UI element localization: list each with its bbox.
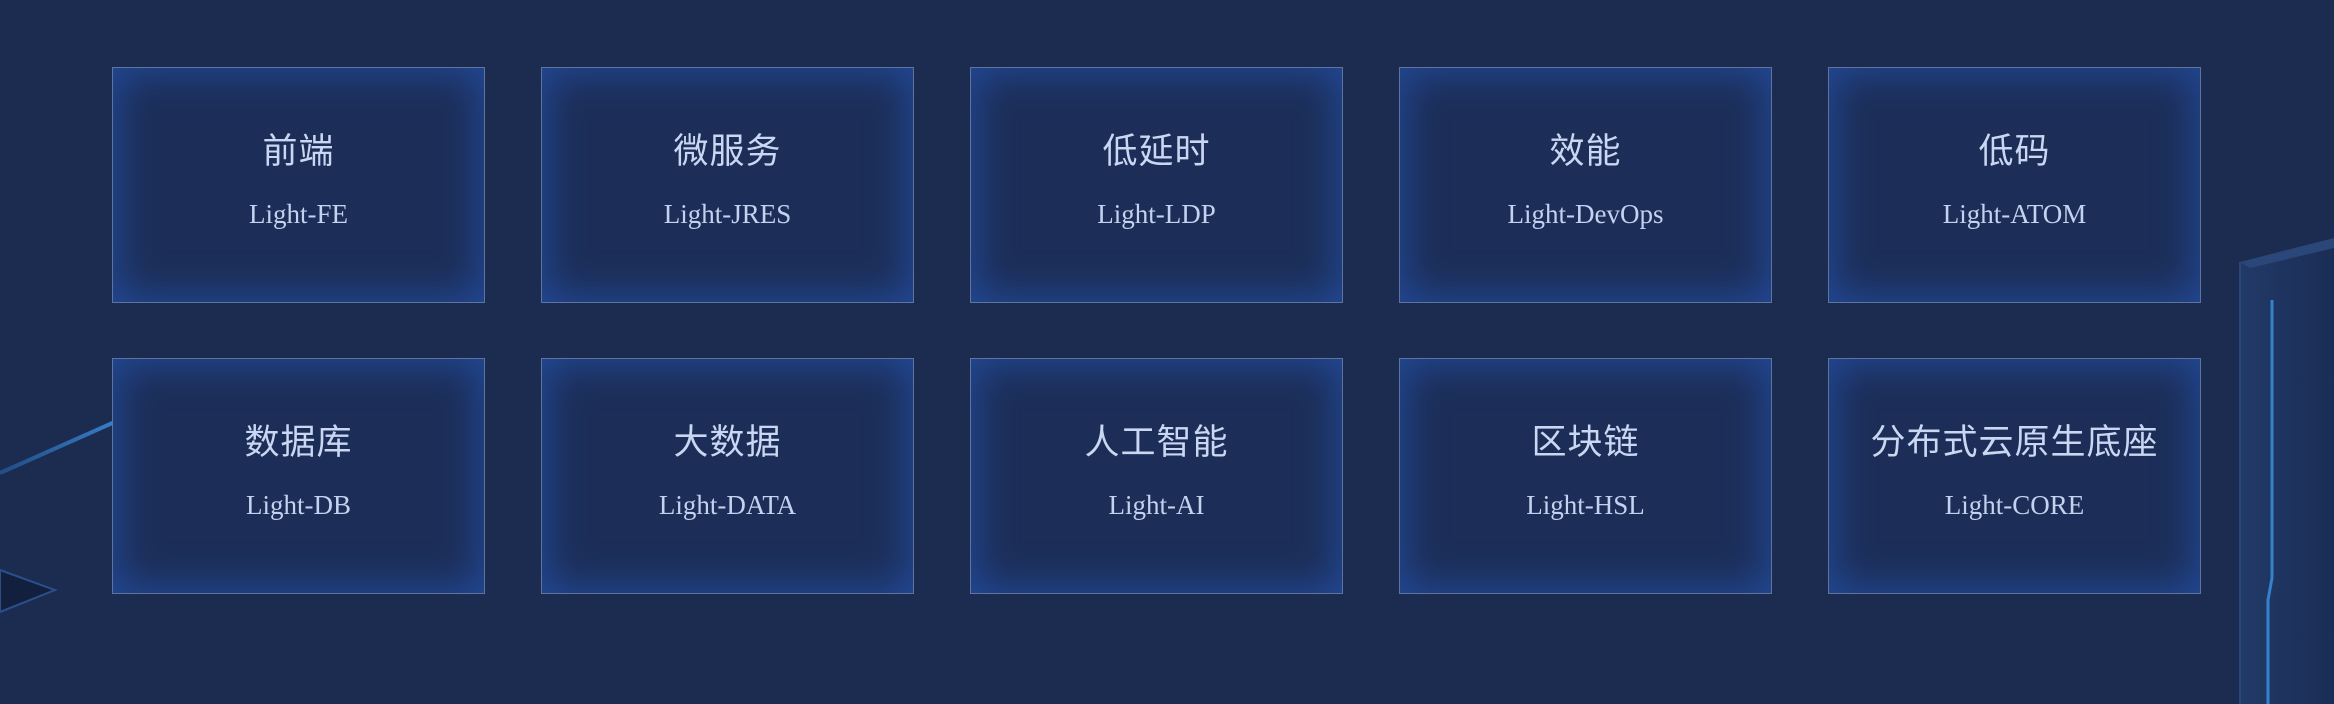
card-title: 大数据 — [673, 423, 782, 462]
card-title: 微服务 — [673, 132, 782, 171]
card-big-data[interactable]: 大数据 Light-DATA — [541, 358, 914, 594]
card-ai[interactable]: 人工智能 Light-AI — [970, 358, 1343, 594]
card-subtitle: Light-JRES — [663, 199, 792, 229]
card-subtitle: Light-HSL — [1526, 490, 1645, 520]
card-efficiency[interactable]: 效能 Light-DevOps — [1399, 67, 1772, 303]
card-subtitle: Light-LDP — [1097, 199, 1216, 229]
card-subtitle: Light-DevOps — [1507, 199, 1664, 229]
card-cloud-native-core[interactable]: 分布式云原生底座 Light-CORE — [1828, 358, 2201, 594]
card-subtitle: Light-DATA — [658, 490, 797, 520]
card-subtitle: Light-AI — [1108, 490, 1205, 520]
card-database[interactable]: 数据库 Light-DB — [112, 358, 485, 594]
card-title: 分布式云原生底座 — [1870, 423, 2159, 462]
card-title: 区块链 — [1531, 423, 1640, 462]
card-title: 前端 — [262, 132, 335, 171]
card-title: 数据库 — [244, 423, 353, 462]
card-title: 效能 — [1549, 132, 1622, 171]
card-subtitle: Light-DB — [246, 490, 351, 520]
card-blockchain[interactable]: 区块链 Light-HSL — [1399, 358, 1772, 594]
card-frontend[interactable]: 前端 Light-FE — [112, 67, 485, 303]
right-glow-line — [2266, 300, 2274, 704]
card-low-code[interactable]: 低码 Light-ATOM — [1828, 67, 2201, 303]
card-low-latency[interactable]: 低延时 Light-LDP — [970, 67, 1343, 303]
card-subtitle: Light-ATOM — [1942, 199, 2087, 229]
card-title: 低码 — [1978, 132, 2051, 171]
product-card-grid: 前端 Light-FE 微服务 Light-JRES 低延时 Light-LDP… — [112, 67, 2201, 594]
card-title: 人工智能 — [1084, 423, 1229, 462]
card-subtitle: Light-FE — [249, 199, 348, 229]
card-subtitle: Light-CORE — [1944, 490, 2085, 520]
card-title: 低延时 — [1102, 132, 1211, 171]
left-wedge-shape — [0, 570, 55, 612]
card-microservice[interactable]: 微服务 Light-JRES — [541, 67, 914, 303]
right-cube-shape — [2240, 238, 2334, 704]
